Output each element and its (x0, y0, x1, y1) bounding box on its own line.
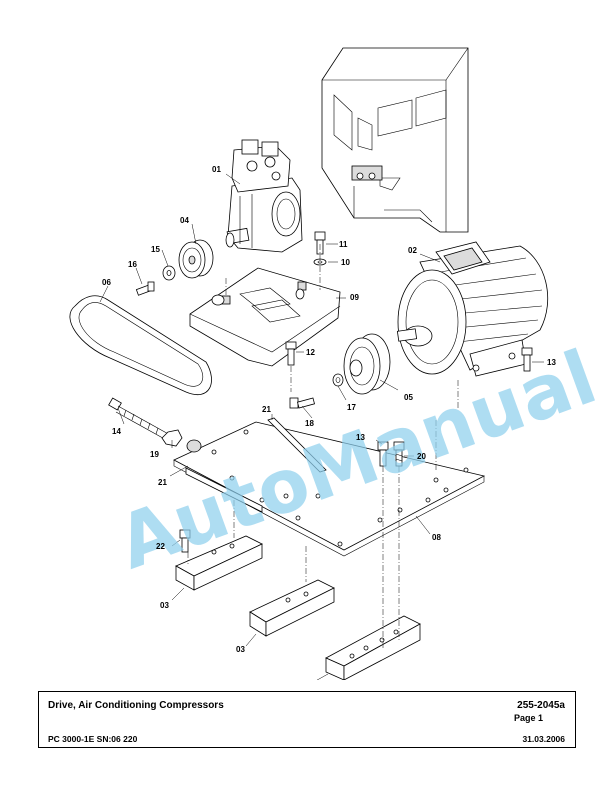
machine-housing (321, 47, 469, 233)
bolt-motor-right (521, 347, 533, 372)
callout-bolt-upper: 11 (339, 240, 348, 249)
callout-angle-upper: 21 (262, 405, 271, 414)
callout-bolt-block: 22 (156, 542, 165, 551)
callout-base-block-middle: 03 (236, 645, 245, 654)
callout-tension-nut: 19 (150, 450, 159, 459)
callout-compressor: 01 (212, 165, 221, 174)
bolt-block (179, 529, 191, 553)
base-plate (173, 421, 486, 557)
callout-bolt-plate: 13 (356, 433, 365, 442)
tension-bolt (108, 397, 183, 447)
callout-angle-lower: 21 (158, 478, 167, 487)
compressor (225, 139, 303, 253)
callout-tension-bolt: 14 (112, 427, 121, 436)
callout-washer-pulley: 15 (151, 245, 160, 254)
alignment-lines (187, 244, 459, 648)
callout-compressor-bracket: 09 (350, 293, 359, 302)
title-block: Drive, Air Conditioning Compressors 255-… (38, 691, 576, 748)
callout-washer-motor-pulley: 17 (347, 403, 356, 412)
callout-base-block-left: 03 (160, 601, 169, 610)
callout-washer-upper: 10 (341, 258, 350, 267)
page-number: Page 1 (514, 713, 544, 723)
machine-model: PC 3000-1E SN:06 220 (48, 734, 138, 744)
bolt-motor-pulley (289, 397, 315, 409)
callout-bolt-pulley: 16 (128, 260, 137, 269)
motor-pulley (332, 333, 391, 395)
base-block-left (175, 535, 263, 591)
callout-base-plate: 08 (432, 533, 441, 542)
leader-lines (99, 173, 544, 680)
base-block-middle (249, 579, 335, 637)
compressor-pulley (178, 239, 214, 279)
base-block-rear (325, 615, 421, 680)
callout-bolt-motor-right: 13 (547, 358, 556, 367)
callout-v-belt: 06 (102, 278, 111, 287)
callout-compressor-pulley: 04 (180, 216, 189, 225)
callout-labels: 01 02 03 03 04 05 06 07 08 09 10 11 12 1… (102, 165, 556, 654)
electric-motor (396, 241, 549, 377)
callout-motor-pulley: 05 (404, 393, 413, 402)
pulley-fasteners (135, 265, 176, 296)
callout-motor: 02 (408, 246, 417, 255)
v-belt (69, 295, 212, 395)
callout-bolt-motor-pulley: 18 (305, 419, 314, 428)
callout-bolt-bracket: 12 (306, 348, 315, 357)
bolt-bracket (285, 341, 297, 366)
document-number: 255-2045a (517, 700, 565, 711)
exploded-parts-diagram: AutoManual 01 02 03 03 04 05 06 07 08 09… (69, 47, 607, 680)
callout-bolt-plate-right: 20 (417, 452, 426, 461)
document-date: 31.03.2006 (522, 734, 565, 744)
compressor-bracket (189, 267, 341, 367)
drawing-title: Drive, Air Conditioning Compressors (48, 700, 224, 711)
